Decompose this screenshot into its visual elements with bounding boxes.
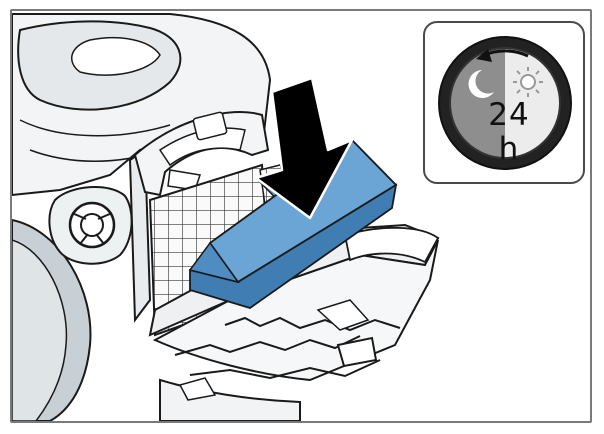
moon-icon (468, 70, 494, 98)
duration-label: 24 h (488, 97, 530, 167)
insert-arrow (254, 76, 354, 220)
circular-arrow-icon (476, 49, 529, 62)
sun-icon (513, 67, 543, 97)
